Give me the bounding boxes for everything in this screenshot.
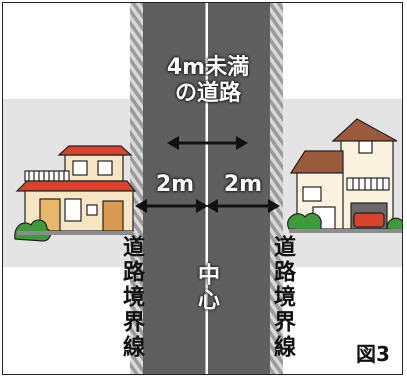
figure-label: 図3 bbox=[356, 342, 390, 366]
left-boundary-label: 道路境界線 bbox=[119, 235, 144, 360]
right-boundary-label: 道路境界線 bbox=[270, 235, 295, 360]
diagram-frame: 4m未満 の道路 2m 2m 道路境界線 中心 道路境界線 図3 bbox=[2, 2, 403, 375]
diagram-scene bbox=[3, 3, 402, 374]
half-width-label-right: 2m bbox=[223, 172, 263, 197]
half-width-label-left: 2m bbox=[155, 172, 195, 197]
center-label: 中心 bbox=[194, 263, 219, 313]
left-house-illustration bbox=[14, 145, 137, 242]
center-line bbox=[205, 3, 208, 374]
road-width-arrow bbox=[167, 136, 248, 150]
road-width-label: 4m未満 の道路 bbox=[166, 55, 250, 106]
left-half-arrow bbox=[135, 199, 208, 213]
right-sidewalk-strip bbox=[270, 3, 283, 374]
right-house-illustration bbox=[287, 118, 402, 233]
right-half-arrow bbox=[206, 199, 280, 213]
left-sidewalk-strip bbox=[130, 3, 143, 374]
